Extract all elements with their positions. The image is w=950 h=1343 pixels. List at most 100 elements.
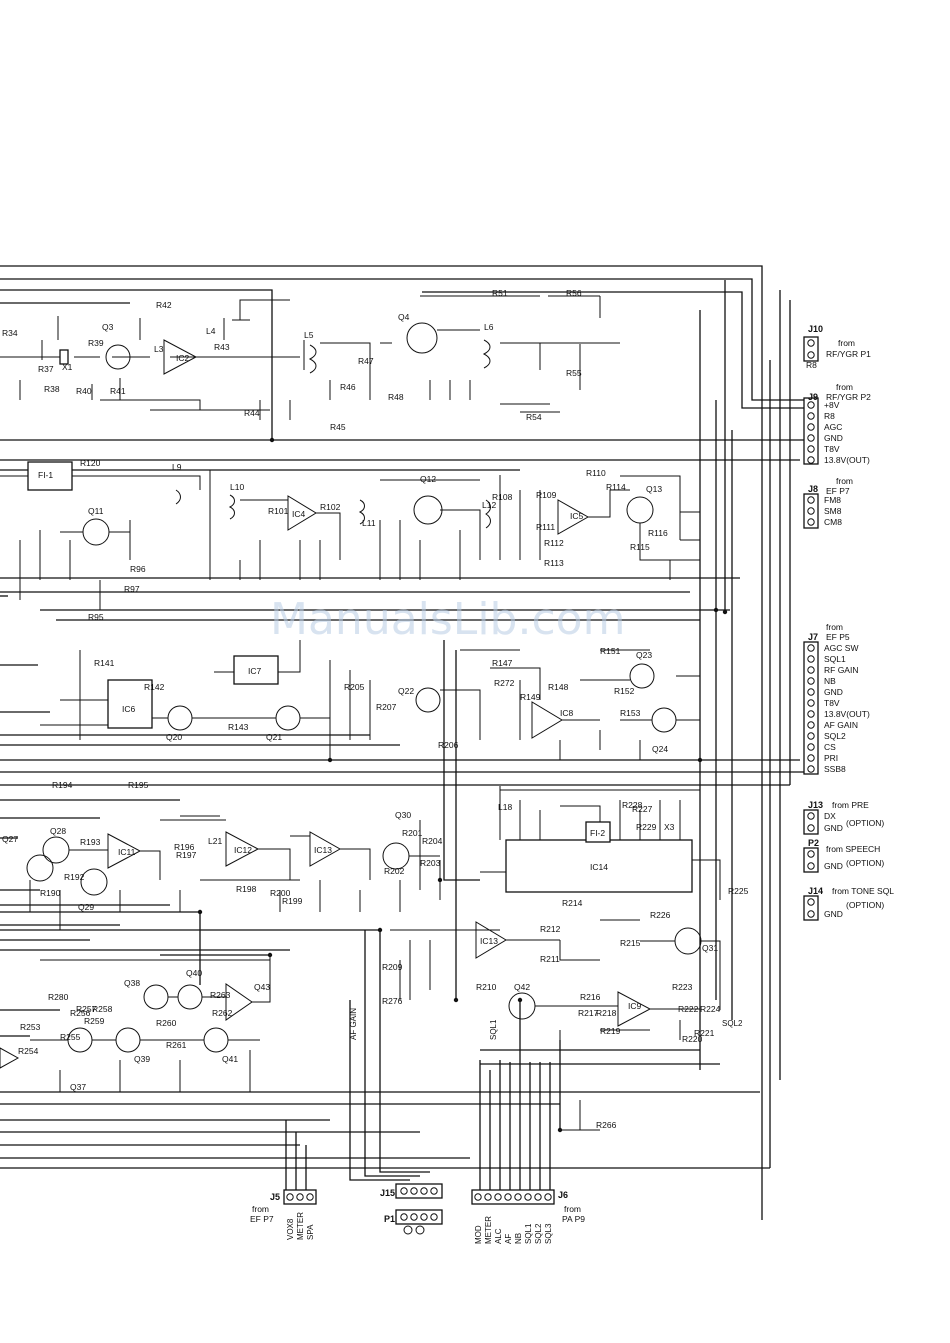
resistor-label: R210 <box>476 982 497 992</box>
resistor-label: R120 <box>80 458 101 468</box>
resistor-label: R262 <box>212 1008 233 1018</box>
ic-label: IC2 <box>176 353 190 363</box>
coil-label: L5 <box>304 330 314 340</box>
resistor-label: R116 <box>648 528 668 538</box>
resistor-label: R152 <box>614 686 635 696</box>
j6-pin-4: AF <box>504 1234 513 1244</box>
resistor-label: R114 <box>606 482 626 492</box>
transistor-label: Q28 <box>50 826 66 836</box>
ic-label: IC13 <box>480 936 498 946</box>
resistor-label: R38 <box>44 384 60 394</box>
ic-label: IC13 <box>314 845 332 855</box>
resistor-label: R48 <box>388 392 404 402</box>
resistor-label: R42 <box>156 300 172 310</box>
crystal-label: X1 <box>62 362 73 372</box>
resistor-label: R217 <box>578 1008 599 1018</box>
j13-label: J13 <box>808 800 823 810</box>
resistor-label: R257 <box>76 1004 97 1014</box>
j6-pin-2: METER <box>484 1216 493 1244</box>
resistor-label: R109 <box>536 490 557 500</box>
resistor-label: R111 <box>536 522 555 532</box>
resistor-label: R202 <box>384 866 405 876</box>
resistor-label: R200 <box>270 888 291 898</box>
j14-pin-1: GND <box>824 909 843 919</box>
resistor-label: R195 <box>128 780 149 790</box>
resistor-label: R229 <box>636 822 657 832</box>
ic-label: IC5 <box>570 511 584 521</box>
j6-pin-8: SQL3 <box>544 1223 553 1244</box>
resistor-label: R149 <box>520 692 541 702</box>
coil-label: L10 <box>230 482 244 492</box>
resistor-label: R101 <box>268 506 289 516</box>
transistor-label: Q41 <box>222 1054 238 1064</box>
resistor-label: R221 <box>694 1028 715 1038</box>
resistor-label: R141 <box>94 658 115 668</box>
resistor-label: R253 <box>20 1022 41 1032</box>
j13-from: from PRE <box>832 800 869 810</box>
j9-label: J9 <box>808 392 818 402</box>
resistor-label: R115 <box>630 542 650 552</box>
resistor-label: R205 <box>344 682 365 692</box>
resistor-label: R220 <box>682 1034 703 1044</box>
transistor-label: Q31 <box>702 943 718 953</box>
resistor-label: R218 <box>596 1008 617 1018</box>
resistor-label: R96 <box>130 564 146 574</box>
transistor-label: Q21 <box>266 732 282 742</box>
j6-pin-3: ALC <box>494 1228 503 1244</box>
resistor-label: R102 <box>320 502 341 512</box>
j6-pin-1: MOD <box>474 1225 483 1244</box>
resistor-label: R55 <box>566 368 582 378</box>
resistor-label: R194 <box>52 780 73 790</box>
j10-source: RF/YGR P1 <box>826 349 871 359</box>
j5-label: J5 <box>270 1192 280 1202</box>
j7-pin-2: SQL1 <box>824 654 846 664</box>
resistor-label: R260 <box>156 1018 177 1028</box>
resistor-label: R41 <box>110 386 126 396</box>
net-label-sql1: SQL1 <box>489 1019 498 1040</box>
net-label-r8: R8 <box>806 360 817 370</box>
resistor-label: R95 <box>88 612 104 622</box>
j8-pin-2: SM8 <box>824 506 842 516</box>
resistor-label: R34 <box>2 328 18 338</box>
transistor-label: Q40 <box>186 968 202 978</box>
j9-pin-4: GND <box>824 433 843 443</box>
j9-pin-5: T8V <box>824 444 840 454</box>
j7-pin-5: GND <box>824 687 843 697</box>
resistor-label: R224 <box>700 1004 721 1014</box>
resistor-label: R201 <box>402 828 423 838</box>
resistor-label: R258 <box>92 1004 113 1014</box>
resistor-label: R192 <box>64 872 85 882</box>
mid-upper-section <box>0 461 700 610</box>
resistor-label: R198 <box>236 884 257 894</box>
resistor-label: R37 <box>38 364 54 374</box>
j5-pin-1: VOX8 <box>286 1218 295 1240</box>
p2-label: P2 <box>808 838 819 848</box>
resistor-label: R207 <box>376 702 397 712</box>
j7-pin-6: T8V <box>824 698 840 708</box>
resistor-label: R263 <box>210 990 231 1000</box>
transistor-label: Q4 <box>398 312 410 322</box>
resistor-label: R225 <box>728 886 749 896</box>
j9-pin-1: +8V <box>824 400 840 410</box>
resistor-label: R214 <box>562 898 583 908</box>
resistor-label: R54 <box>526 412 542 422</box>
resistor-label: R211 <box>540 954 560 964</box>
j6-pin-5: NB <box>514 1233 523 1244</box>
resistor-label: R216 <box>580 992 601 1002</box>
j10-label: J10 <box>808 324 823 334</box>
ic-label: IC4 <box>292 509 306 519</box>
resistor-label: R272 <box>494 678 515 688</box>
crystal-label: X3 <box>664 822 675 832</box>
j9-pin-6: 13.8V(OUT) <box>824 455 870 465</box>
resistor-label: R226 <box>650 910 671 920</box>
coil-label: L21 <box>208 836 222 846</box>
transistor-label: Q38 <box>124 978 140 988</box>
j5-pin-3: SPA <box>306 1224 315 1240</box>
ic-label: IC14 <box>590 862 608 872</box>
ic-label: IC11 <box>118 847 136 857</box>
j13-pin-1: DX <box>824 811 836 821</box>
resistor-label: R215 <box>620 938 641 948</box>
resistor-label: R47 <box>358 356 374 366</box>
filter-label: FI-1 <box>38 470 53 480</box>
resistor-label: R209 <box>382 962 403 972</box>
